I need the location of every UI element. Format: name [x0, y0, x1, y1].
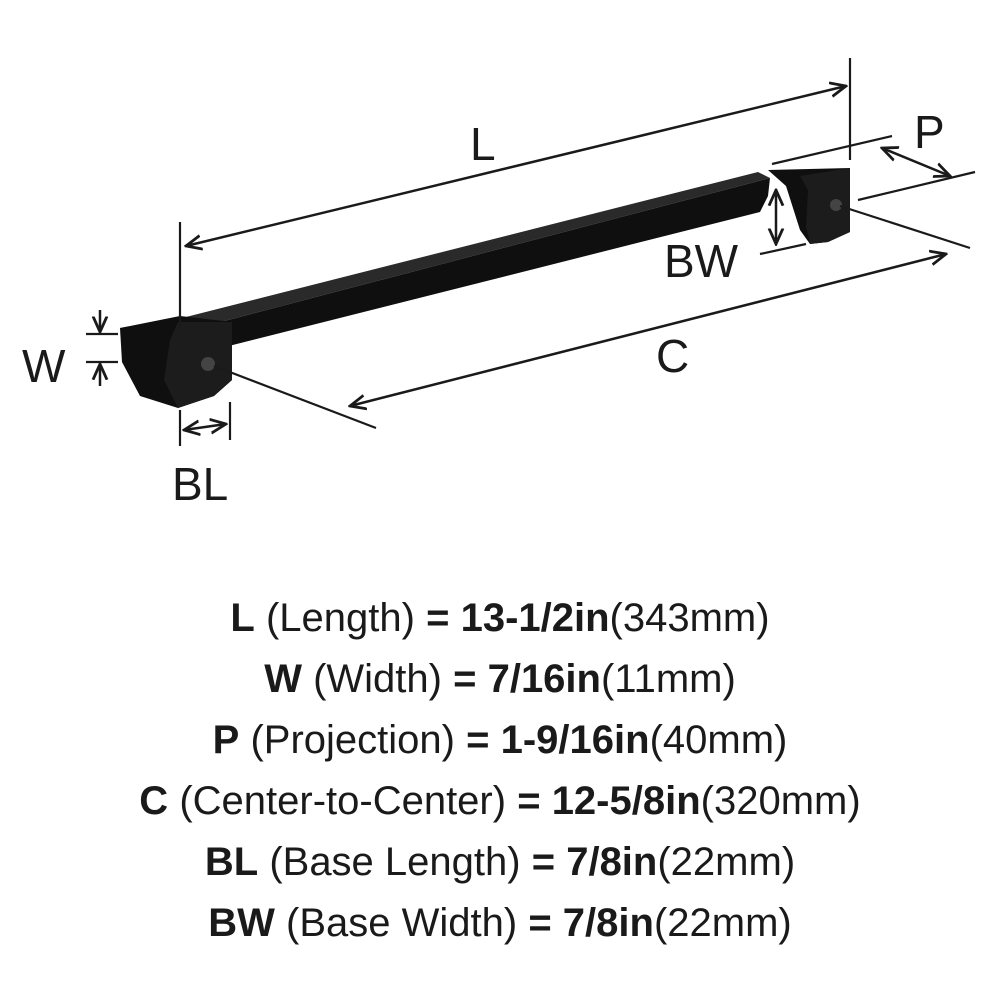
center-extension-left: [213, 364, 377, 430]
spec-code: BW: [208, 901, 275, 945]
projection-extension-top: [771, 134, 893, 166]
spec-desc: (Center-to-Center): [179, 779, 507, 823]
center-label: C: [656, 330, 689, 382]
spec-metric: (320mm): [700, 779, 861, 823]
base-length-label: BL: [172, 458, 228, 510]
dimension-specs: L (Length) = 13-1/2in(343mm) W (Width) =…: [0, 588, 1000, 954]
spec-base-width: BW (Base Width) = 7/8in(22mm): [0, 893, 1000, 954]
base-length-dimension: BL: [172, 402, 232, 510]
base-width-extension: [759, 242, 807, 256]
spec-imperial: 13-1/2in: [460, 596, 610, 640]
spec-imperial: 7/8in: [566, 840, 658, 884]
spec-projection: P (Projection) = 1-9/16in(40mm): [0, 710, 1000, 771]
base-width-label: BW: [664, 235, 739, 287]
spec-equals: =: [528, 901, 552, 945]
spec-equals: =: [466, 718, 490, 762]
spec-metric: (22mm): [657, 840, 796, 884]
projection-dimension: P: [771, 106, 976, 202]
width-dimension: W: [22, 310, 118, 392]
length-label: L: [470, 118, 496, 170]
spec-center-to-center: C (Center-to-Center) = 12-5/8in(320mm): [0, 771, 1000, 832]
spec-equals: =: [453, 657, 477, 701]
spec-equals: =: [531, 840, 556, 884]
left-mount-hole: [201, 357, 215, 371]
left-post-face: [164, 322, 232, 408]
spec-code: L: [230, 596, 255, 640]
spec-equals: =: [517, 779, 541, 823]
length-arrow: [186, 86, 846, 246]
length-dimension: L: [178, 58, 852, 332]
spec-imperial: 12-5/8in: [551, 779, 701, 823]
spec-metric: (11mm): [600, 657, 736, 701]
spec-imperial: 1-9/16in: [500, 718, 650, 762]
spec-code: BL: [204, 840, 259, 884]
spec-length: L (Length) = 13-1/2in(343mm): [0, 588, 1000, 649]
center-dimension: C: [213, 204, 971, 430]
spec-desc: (Length): [265, 596, 415, 640]
base-length-arrow: [184, 424, 226, 430]
center-arrow: [350, 254, 946, 406]
spec-desc: (Width): [313, 657, 442, 701]
spec-equals: =: [426, 596, 450, 640]
projection-arrow: [882, 148, 950, 176]
right-mount-hole: [830, 199, 842, 211]
spec-metric: (22mm): [653, 901, 792, 945]
spec-metric: (40mm): [649, 718, 788, 762]
spec-code: P: [212, 718, 240, 762]
spec-base-length: BL (Base Length) = 7/8in(22mm): [0, 832, 1000, 893]
spec-code: W: [264, 657, 302, 701]
spec-imperial: 7/8in: [562, 901, 654, 945]
projection-label: P: [914, 106, 945, 158]
spec-width: W (Width) = 7/16in(11mm): [0, 649, 1000, 710]
spec-code: C: [139, 779, 169, 823]
spec-desc: (Base Length): [269, 840, 521, 884]
center-extension-right: [839, 204, 971, 250]
projection-extension-bottom: [857, 170, 976, 202]
spec-desc: (Base Width): [286, 901, 518, 945]
spec-desc: (Projection): [250, 718, 455, 762]
spec-metric: (343mm): [609, 596, 770, 640]
spec-imperial: 7/16in: [487, 657, 601, 701]
width-label: W: [22, 340, 66, 392]
towel-bar-diagram: L P BW C W: [22, 58, 976, 510]
